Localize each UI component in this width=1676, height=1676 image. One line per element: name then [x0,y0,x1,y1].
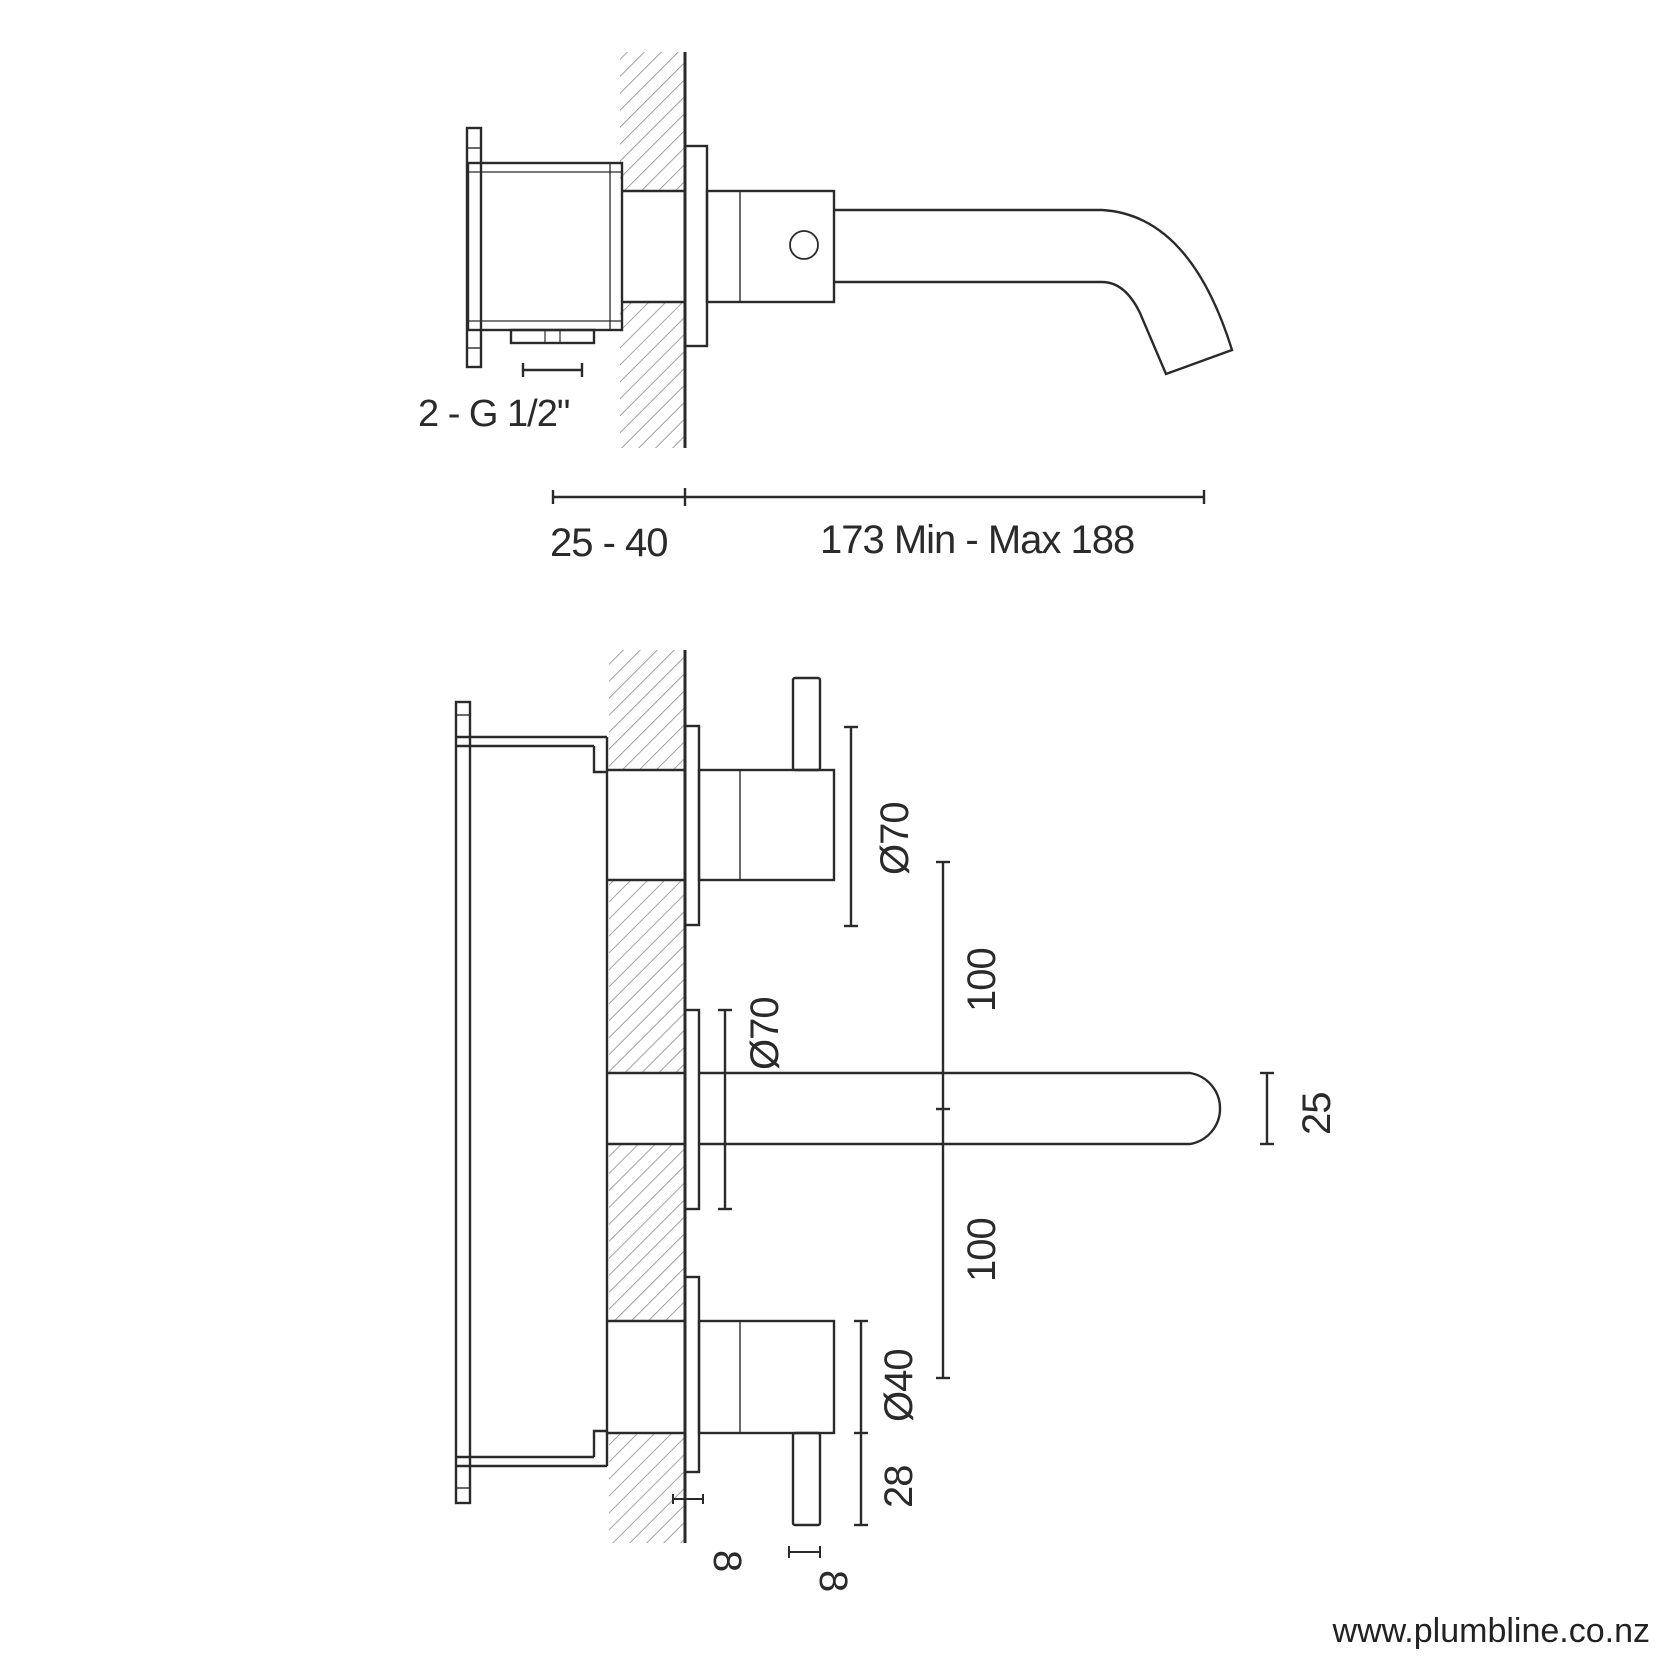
spout-height-label: 25 [1295,1093,1339,1136]
inlet-thread-label: 2 - G 1/2" [418,393,569,435]
concealed-body-box [466,161,624,332]
escutcheon-plate [683,144,709,348]
wall-depth-label: 25 - 40 [550,521,668,565]
lever-diameter-label: 8 [811,1570,855,1591]
wall-section-hatch [609,1433,685,1543]
lower-handle-escutcheon [683,1275,701,1474]
wall-section-hatch [620,52,685,191]
spacing-lower-label: 100 [960,1218,1004,1282]
upper-lever [791,676,822,772]
spout-reach-label: 173 Min - Max 188 [820,518,1134,562]
wall-section-hatch [609,1144,685,1321]
front-view [454,650,1274,1558]
escutcheon-thickness-label: 8 [705,1550,749,1571]
spout-escutcheon [683,1008,701,1211]
lower-handle-body [697,1319,836,1435]
wall-section-hatch [620,302,685,448]
spout-escutcheon-diameter-label: Ø70 [743,997,787,1070]
spout-tube [834,208,1234,376]
lever-length-label: 28 [877,1466,921,1509]
lower-lever [791,1431,822,1527]
inlet-connection [509,328,596,345]
spout-tube-front [699,1071,1222,1146]
lower-handle-diameter-label: Ø40 [877,1349,921,1422]
upper-handle-diameter-label: Ø70 [873,802,917,875]
spacing-upper-label: 100 [960,948,1004,1012]
spout-body [705,189,836,304]
upper-handle-body [697,768,836,882]
website-link[interactable]: www.plumbline.co.nz [1332,1612,1650,1650]
upper-handle-escutcheon [683,724,701,927]
mounting-flange [454,700,472,1505]
wall-section-hatch [609,650,685,770]
grub-screw-icon [789,230,819,260]
wall-section-hatch [609,880,685,1073]
side-view [465,52,1234,506]
